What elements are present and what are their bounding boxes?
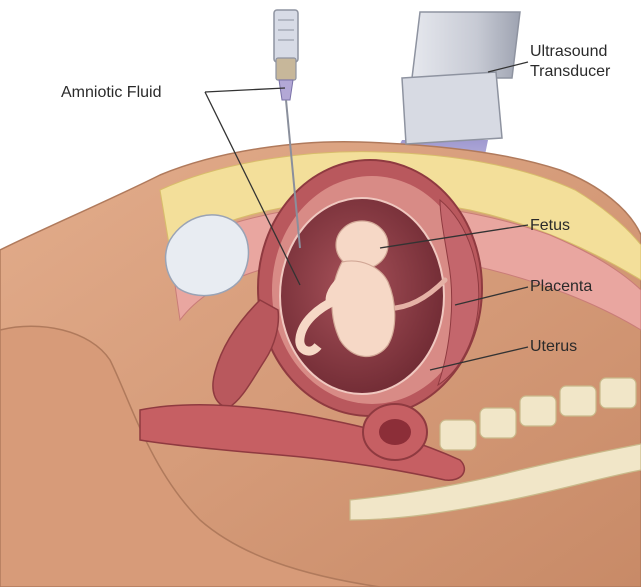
label-uterus: Uterus	[530, 337, 577, 356]
label-placenta: Placenta	[530, 277, 592, 296]
ultrasound-transducer	[402, 12, 520, 144]
leader-amniotic-1	[205, 88, 285, 92]
label-amniotic-fluid: Amniotic Fluid	[61, 83, 161, 102]
label-ultrasound-transducer-line2: Transducer	[530, 62, 610, 81]
label-ultrasound-transducer-line1: Ultrasound	[530, 42, 607, 61]
label-fetus: Fetus	[530, 216, 570, 235]
